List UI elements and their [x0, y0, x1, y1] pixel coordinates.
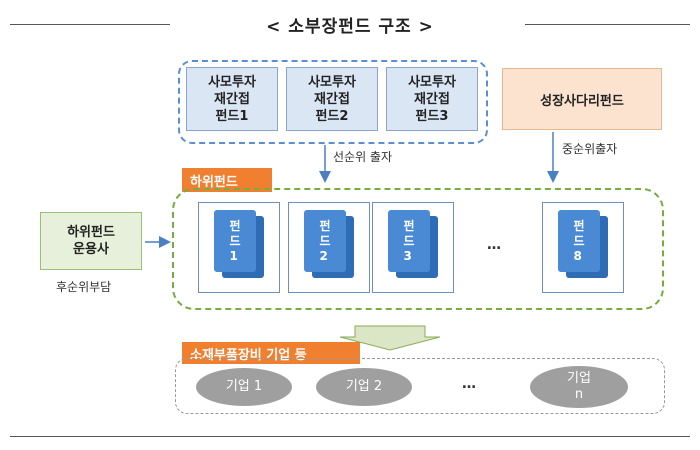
senior-flow-label: 선순위 출자: [333, 150, 393, 164]
investor-fund-2: 사모투자 재간접 펀드2: [286, 67, 378, 131]
subordinated-burden-label: 후순위부담: [56, 280, 112, 294]
company-ellipsis: …: [462, 376, 476, 392]
fund-card-8: 펀 드 8: [558, 210, 600, 272]
company-2: 기업 2: [316, 368, 412, 406]
diagram-title: < 소부장펀드 구조 >: [266, 17, 434, 37]
company-n: 기업 n: [530, 366, 628, 408]
title-rule-right: [525, 24, 690, 25]
bottom-rule: [10, 436, 690, 437]
growth-ladder-fund: 성장사다리펀드: [502, 68, 662, 130]
fund-card-1: 펀 드 1: [214, 210, 256, 272]
investor-fund-1: 사모투자 재간접 펀드1: [186, 67, 278, 131]
title-rule-left: [10, 24, 170, 25]
sub-fund-manager: 하위펀드 운용사: [40, 212, 142, 270]
mezzanine-flow-label: 중순위출자: [562, 142, 618, 156]
investor-fund-3: 사모투자 재간접 펀드3: [386, 67, 478, 131]
fund-card-2: 펀 드 2: [304, 210, 346, 272]
sub-fund-group: [172, 188, 664, 310]
company-group: [175, 358, 665, 414]
down-flow-arrow: [339, 325, 441, 351]
sub-fund-ellipsis: …: [487, 237, 501, 253]
company-1: 기업 1: [196, 368, 292, 406]
fund-card-3: 펀 드 3: [388, 210, 430, 272]
senior-investor-group: [178, 60, 488, 144]
